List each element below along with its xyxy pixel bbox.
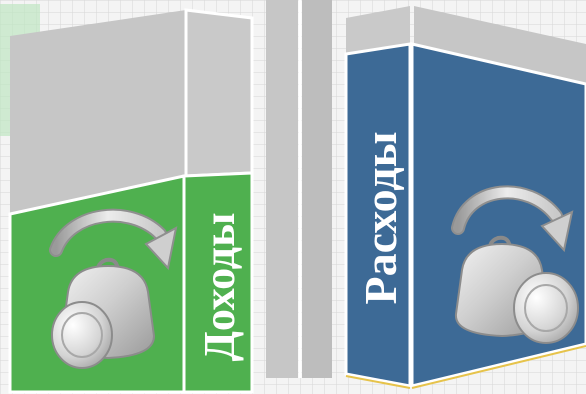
center-spines — [266, 0, 332, 378]
center-spine-right — [302, 0, 332, 378]
income-folder-side-top — [186, 10, 252, 176]
income-label: Доходы — [195, 213, 244, 362]
expense-label: Расходы — [355, 131, 406, 304]
center-spine-left — [266, 0, 298, 378]
